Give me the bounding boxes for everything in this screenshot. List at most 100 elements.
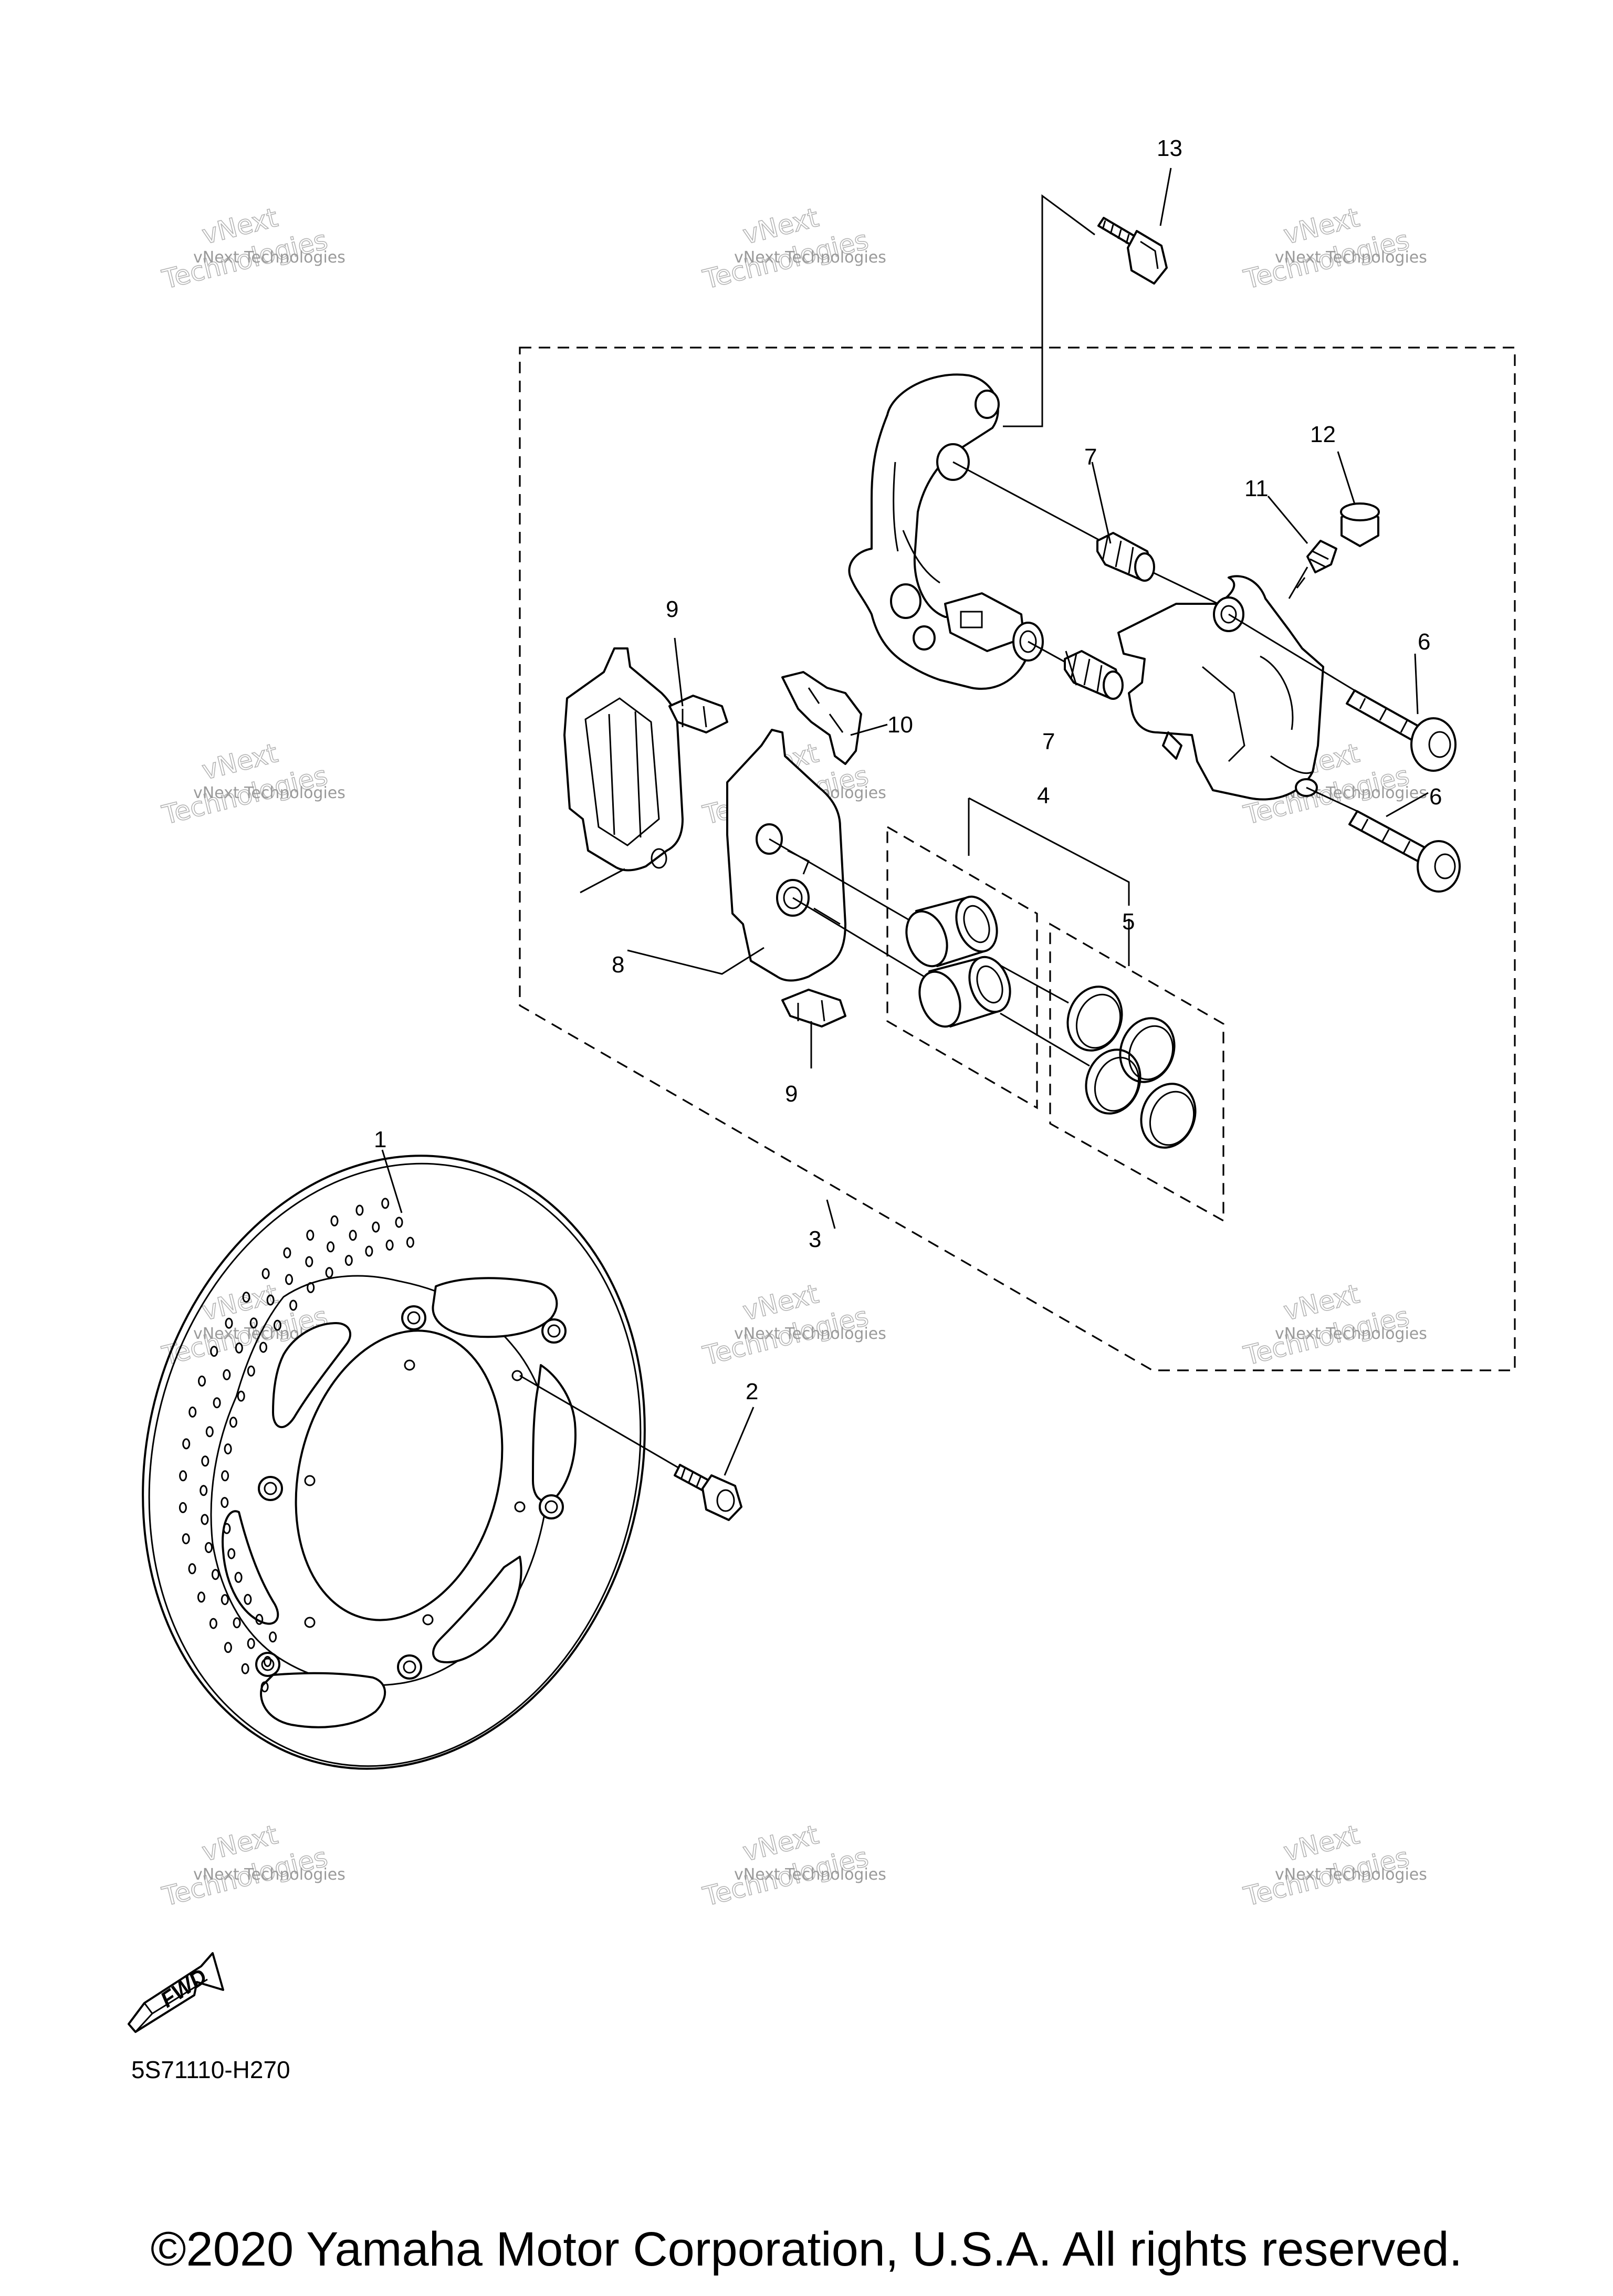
- disc-drilled-holes: [179, 1198, 414, 1693]
- boot-upper-to-caliper-line: [1152, 571, 1219, 605]
- callout-2: 2: [746, 1379, 758, 1404]
- drilled-hole: [242, 1292, 250, 1303]
- bleed-screw-11: [1296, 540, 1337, 589]
- drilled-hole: [330, 1215, 339, 1226]
- drilled-hole: [264, 1656, 271, 1667]
- callout-13: 13: [1157, 135, 1182, 161]
- disc-bolt-holes: [304, 1359, 526, 1628]
- callout-3: 3: [809, 1226, 821, 1252]
- pad-spring-9-upper: [668, 695, 728, 733]
- pad-spring-9-lower: [781, 989, 846, 1028]
- drilled-hole: [201, 1514, 209, 1525]
- callout-6-upper: 6: [1418, 629, 1430, 655]
- pin-bolt-6-lower: [1348, 810, 1461, 893]
- drilled-hole: [327, 1241, 335, 1253]
- drilled-hole: [209, 1618, 217, 1629]
- callout-8: 8: [612, 952, 624, 978]
- caliper-body: [1117, 575, 1324, 801]
- drilled-hole: [249, 1317, 258, 1329]
- piston-axis-upper: [769, 838, 917, 925]
- drilled-hole: [247, 1638, 255, 1649]
- callout-10: 10: [887, 712, 913, 738]
- drilled-hole: [211, 1569, 219, 1580]
- drilled-hole: [205, 1542, 213, 1553]
- watermark-small: vNext Technologies: [1275, 248, 1427, 267]
- drilled-hole: [306, 1230, 315, 1241]
- drilled-hole: [365, 1245, 373, 1257]
- bleed-screw-axis: [1288, 567, 1308, 599]
- drilled-hole: [188, 1563, 196, 1575]
- caliper-assembly-boundary: [519, 347, 1516, 1371]
- drilled-hole: [234, 1571, 243, 1583]
- drilled-hole: [255, 1613, 264, 1625]
- seal-lower-2: [1140, 1083, 1197, 1149]
- drilled-hole: [237, 1390, 245, 1402]
- watermark-small: vNext Technologies: [734, 1325, 886, 1343]
- callout-9-upper: 9: [666, 596, 678, 622]
- pin-alignment-line-upper: [952, 461, 1111, 547]
- drilled-hole: [198, 1375, 206, 1387]
- seal-upper-1: [1066, 986, 1123, 1052]
- drilled-hole: [221, 1470, 229, 1482]
- watermark-small: vNext Technologies: [734, 248, 886, 267]
- copyright-notice: ©2020 Yamaha Motor Corporation, U.S.A. A…: [150, 2222, 1463, 2276]
- boot-7-lower: [1064, 650, 1124, 700]
- drilled-hole: [261, 1268, 270, 1280]
- brake-disc: [142, 1155, 646, 1770]
- drilled-hole: [200, 1485, 208, 1496]
- callout-7-upper: 7: [1084, 444, 1097, 470]
- callout-11: 11: [1244, 476, 1269, 501]
- drilled-hole: [221, 1497, 229, 1508]
- pin-6-lower-axis: [1306, 787, 1358, 812]
- drilled-hole: [259, 1341, 267, 1353]
- drilled-hole: [283, 1247, 291, 1259]
- bleed-cap-12: [1340, 502, 1380, 547]
- drilled-hole: [182, 1438, 191, 1450]
- drilled-hole: [223, 1523, 231, 1534]
- pad-spring-10: [781, 671, 862, 765]
- bolt-13-leader: [1003, 194, 1095, 427]
- diagram-code: 5S71110-H270: [131, 2056, 290, 2083]
- drilled-hole: [260, 1681, 269, 1693]
- pin-bolt-6-upper: [1346, 689, 1457, 772]
- drilled-hole: [305, 1256, 313, 1267]
- drilled-hole: [223, 1369, 231, 1380]
- drilled-hole: [247, 1365, 255, 1377]
- callout-12: 12: [1310, 422, 1336, 447]
- drilled-hole: [381, 1198, 390, 1209]
- watermark-small: vNext Technologies: [1275, 1325, 1427, 1343]
- brake-pad-outer: [563, 647, 684, 872]
- drilled-hole: [188, 1406, 197, 1418]
- drilled-hole: [182, 1533, 190, 1545]
- drilled-hole: [179, 1470, 187, 1482]
- piston-group-boundary: [886, 825, 1038, 1109]
- pin-6-upper-axis: [1228, 613, 1355, 691]
- callout-5: 5: [1122, 909, 1135, 935]
- drilled-hole: [221, 1594, 229, 1606]
- watermark-small: vNext Technologies: [193, 248, 345, 267]
- boot-7-upper: [1096, 532, 1155, 582]
- callout-4: 4: [1037, 783, 1050, 809]
- drilled-hole: [205, 1426, 214, 1438]
- drilled-hole: [307, 1282, 315, 1293]
- callout-7-lower: 7: [1042, 729, 1055, 754]
- piston-lower: [918, 956, 1011, 1028]
- disc-bolt-2: [674, 1464, 742, 1521]
- drilled-hole: [224, 1642, 232, 1653]
- brake-pad-inner: [726, 729, 846, 982]
- drilled-hole: [229, 1417, 237, 1428]
- drilled-hole: [179, 1502, 187, 1513]
- drilled-hole: [269, 1631, 277, 1643]
- drilled-hole: [266, 1294, 275, 1306]
- bolt-13: [1097, 217, 1168, 285]
- drilled-hole: [225, 1317, 233, 1329]
- drilled-hole: [355, 1204, 364, 1216]
- caliper-bracket: [848, 373, 1044, 690]
- drilled-hole: [385, 1239, 394, 1251]
